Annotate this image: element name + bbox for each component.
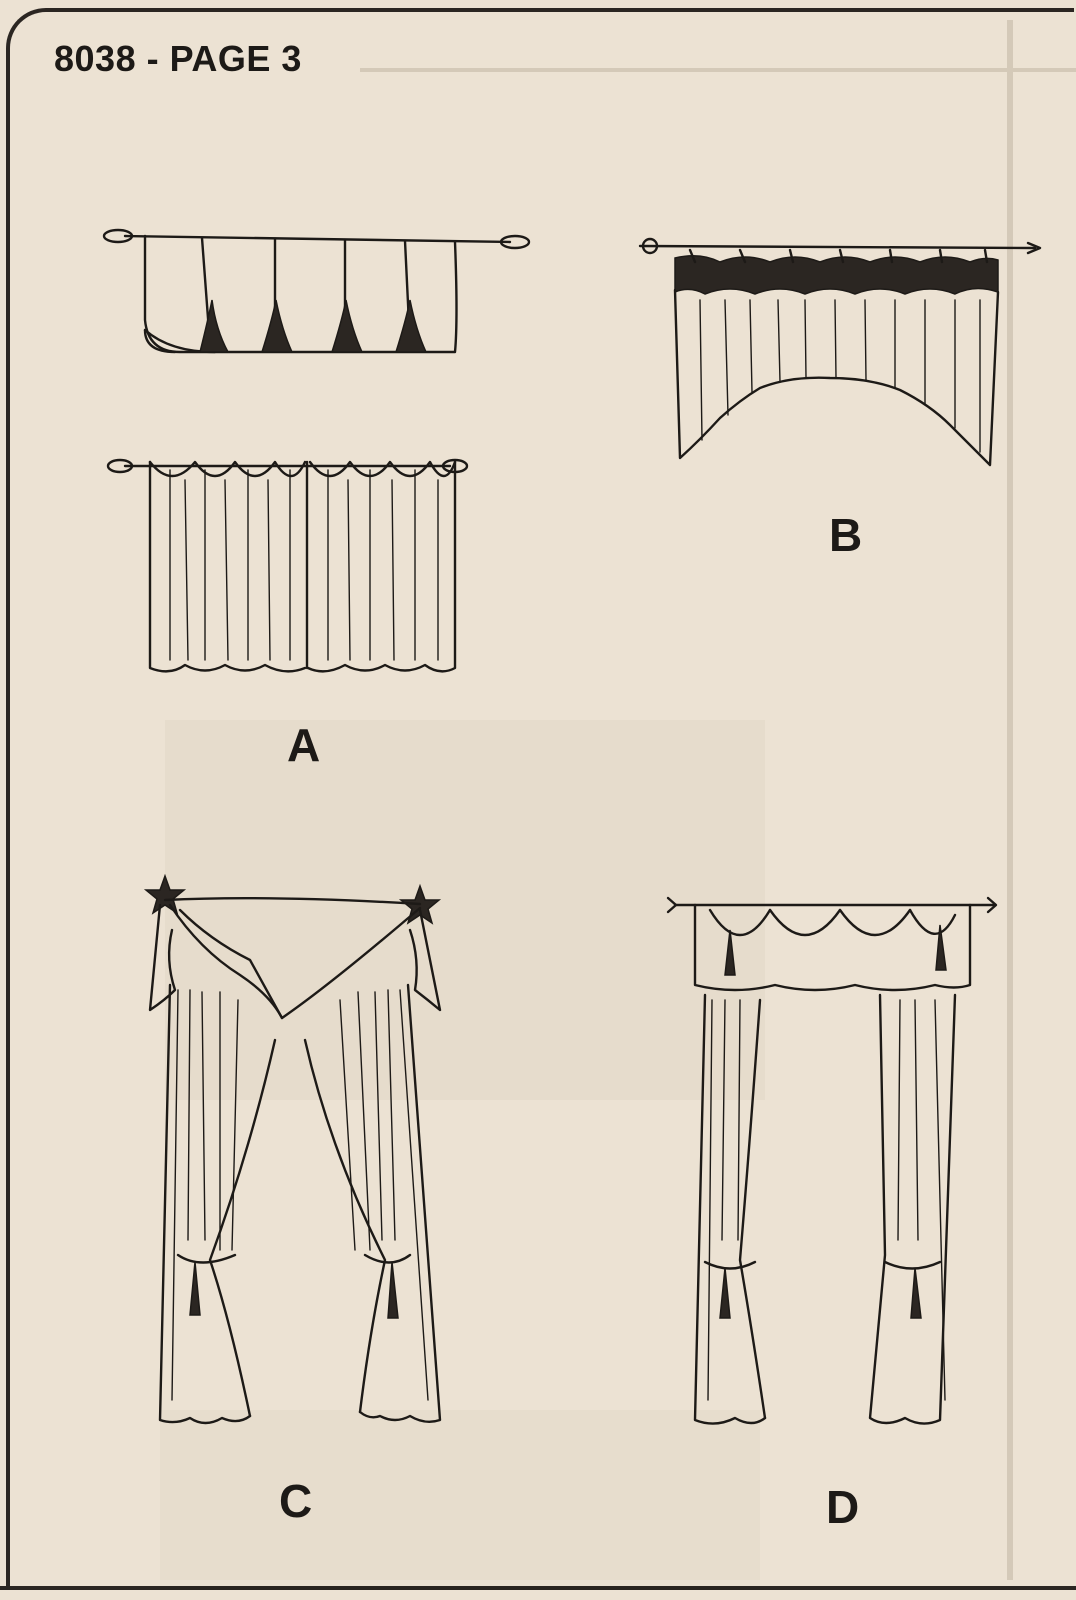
view-b-ruffle-valance-drawing [638, 237, 1042, 467]
view-label-a: A [287, 719, 321, 771]
view-d-valance-panels-drawing [666, 896, 998, 1425]
view-label-b: B [829, 509, 863, 561]
view-c-scarf-swag-drawing [143, 873, 442, 1425]
bottom-rule [0, 1586, 1076, 1590]
view-a-petal-valance-drawing [102, 228, 531, 354]
page-frame [6, 8, 1074, 1588]
view-a-tab-curtain-drawing [106, 458, 469, 673]
view-label-c: C [279, 1475, 313, 1527]
view-label-d: D [826, 1481, 860, 1533]
page-title: 8038 - PAGE 3 [54, 38, 302, 79]
